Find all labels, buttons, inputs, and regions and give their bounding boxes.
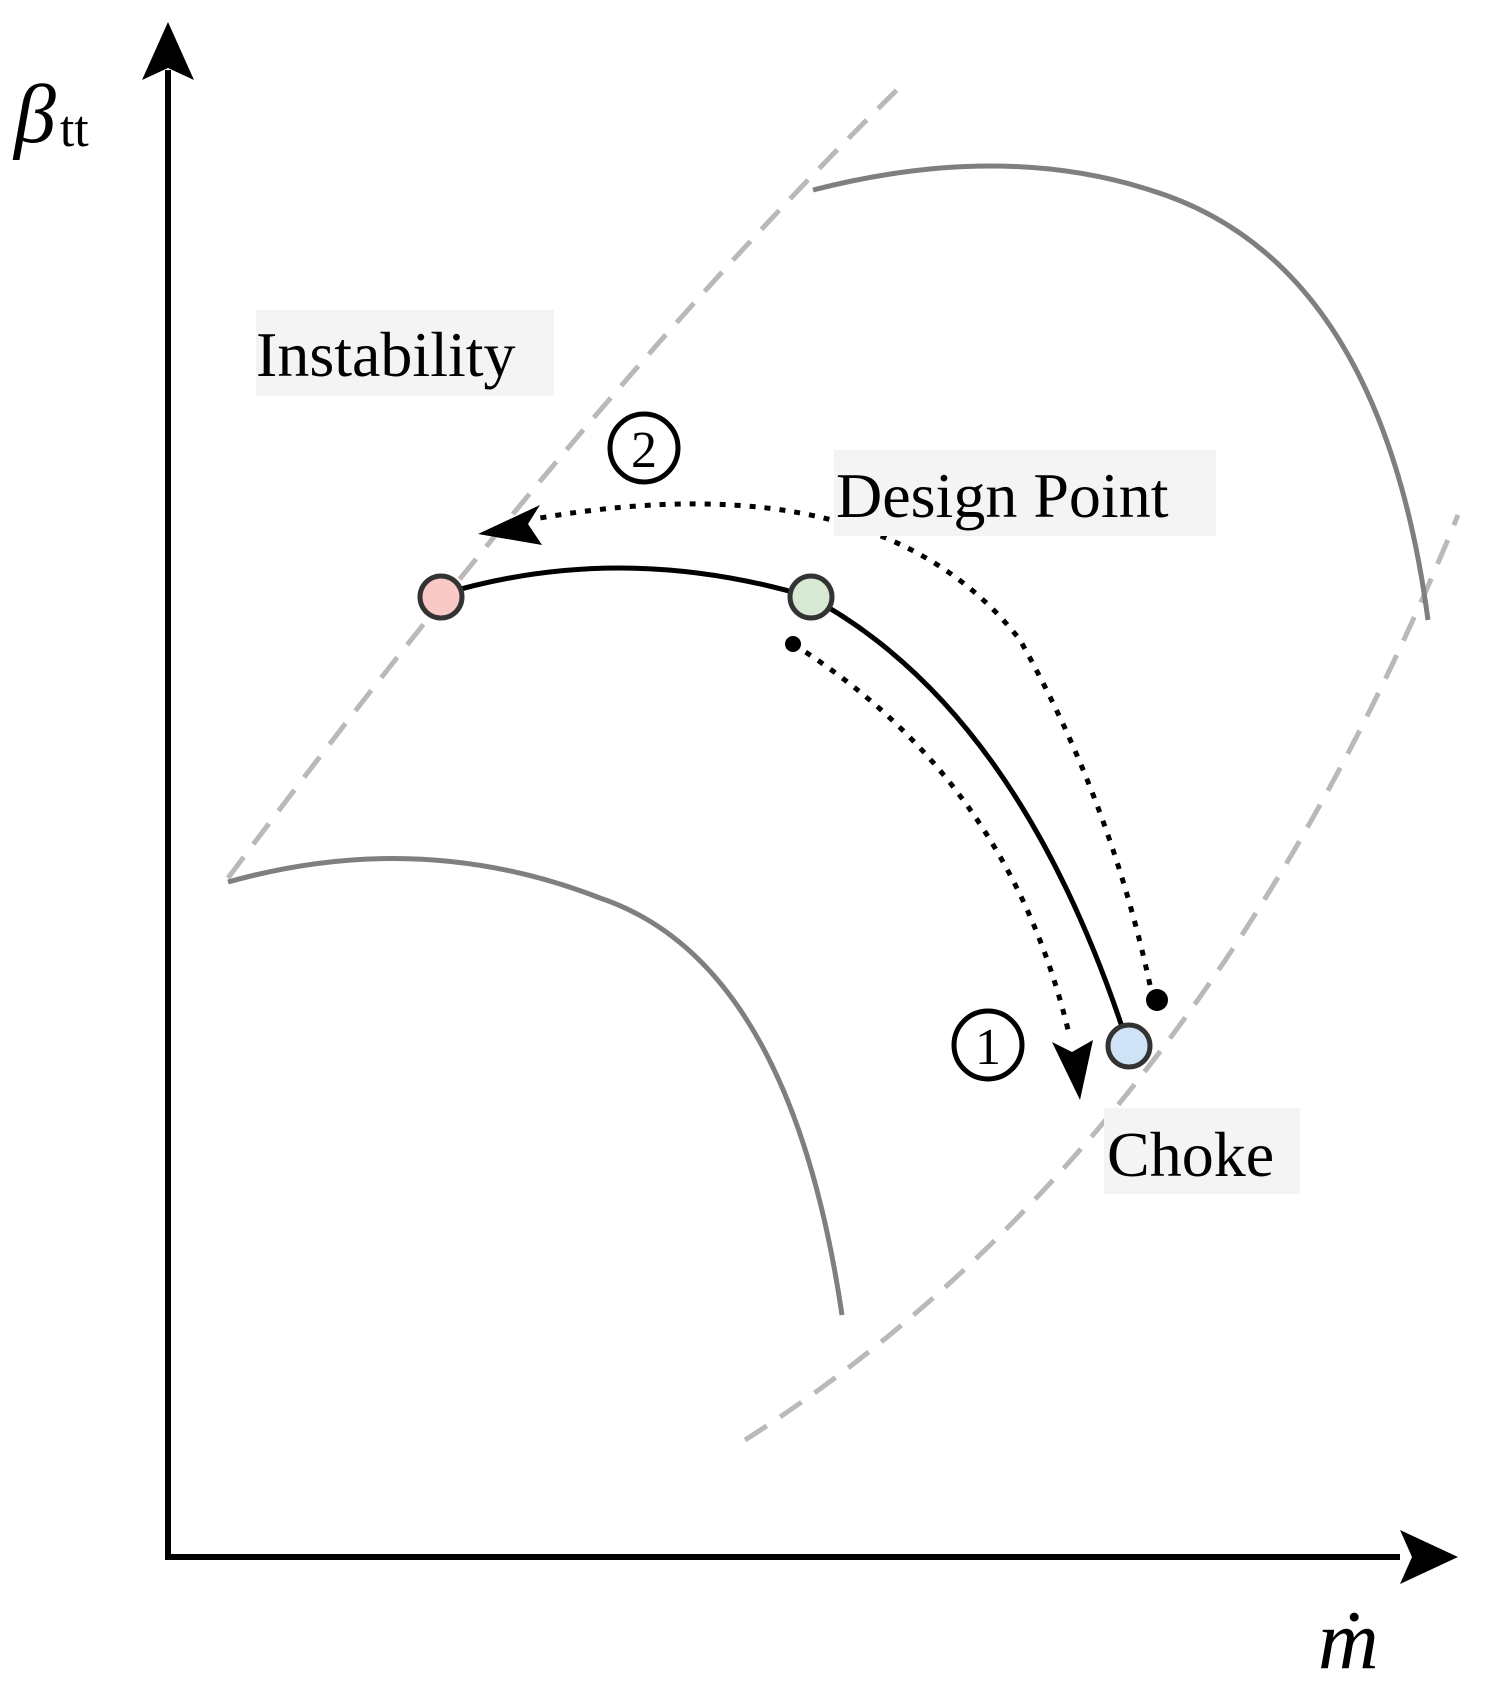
choke-label-background <box>1104 1108 1300 1194</box>
step-2-circle <box>607 411 681 485</box>
design-point <box>787 573 835 621</box>
step-1-number: 1 <box>975 1019 1001 1076</box>
surge-boundary-line <box>225 80 907 880</box>
step-1-marker: 1 <box>951 1008 1025 1082</box>
design-point-label-group: Design Point <box>834 450 1216 536</box>
axes <box>142 22 1458 1584</box>
path2-start-dot <box>1146 989 1168 1011</box>
choke-boundary-line <box>743 514 1461 1443</box>
choke-label-group: Choke <box>1104 1108 1300 1194</box>
design-point-label: Design Point <box>836 460 1169 531</box>
choke-point <box>1105 1022 1153 1070</box>
operating-speed-line <box>439 565 1131 1046</box>
instability-label: Instability <box>256 319 516 390</box>
y-axis-label: βtt <box>12 68 89 161</box>
step-2-marker: 2 <box>607 411 681 485</box>
path2-arrowhead <box>478 505 542 545</box>
choke-label: Choke <box>1107 1119 1274 1190</box>
path1-dotted-arrow <box>791 641 1073 1039</box>
instability-label-background <box>256 310 554 396</box>
instability-label-group: Instability <box>256 310 554 396</box>
step-2-number: 2 <box>631 422 657 479</box>
path2-dotted-arrow <box>539 501 1153 986</box>
instability-point <box>417 573 465 621</box>
x-axis-label: ṁ <box>1318 1594 1379 1687</box>
step-1-circle <box>951 1008 1025 1082</box>
design-point-label-background <box>834 450 1216 536</box>
path1-arrowhead <box>1052 1040 1093 1100</box>
x-axis-arrowhead <box>1400 1530 1458 1584</box>
lower-speed-line <box>227 856 845 1316</box>
y-axis-arrowhead <box>142 22 194 80</box>
upper-speed-line <box>812 163 1431 621</box>
